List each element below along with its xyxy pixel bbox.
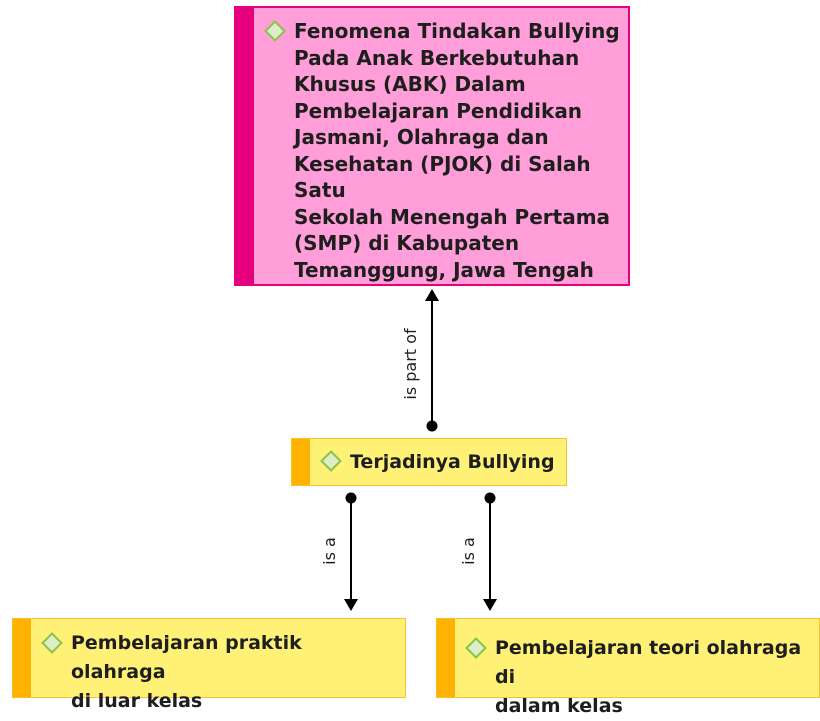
node-label: Fenomena Tindakan Bullying Pada Anak Ber… <box>294 19 620 282</box>
edge-is-a-praktik[interactable]: is a <box>320 492 358 612</box>
diamond-icon <box>41 632 63 654</box>
node-main-topic[interactable]: Fenomena Tindakan Bullying Pada Anak Ber… <box>234 6 630 286</box>
node-accent-bar <box>437 619 455 697</box>
arrow-down-icon <box>483 599 497 611</box>
edge-is-a-teori[interactable]: is a <box>459 492 497 612</box>
edge-label: is part of <box>401 328 420 400</box>
arrow-up-icon <box>425 289 439 301</box>
edges-layer: is part of is a is a <box>320 289 497 612</box>
node-accent-bar <box>13 619 31 697</box>
node-terjadinya-bullying[interactable]: Terjadinya Bullying <box>291 438 567 486</box>
edge-start-dot <box>426 420 438 432</box>
edge-start-dot <box>484 492 496 504</box>
node-label: Pembelajaran praktik olahraga di luar ke… <box>71 632 302 712</box>
node-pembelajaran-teori[interactable]: Pembelajaran teori olahraga di dalam kel… <box>436 618 820 717</box>
diamond-icon <box>264 20 286 42</box>
diamond-icon <box>465 637 487 659</box>
node-accent-bar <box>292 439 310 485</box>
diamond-icon <box>320 450 342 472</box>
node-label: Pembelajaran teori olahraga di dalam kel… <box>495 637 802 717</box>
arrow-down-icon <box>344 599 358 611</box>
node-accent-bar <box>236 8 254 284</box>
edge-is-part-of[interactable]: is part of <box>401 289 439 432</box>
edge-label: is a <box>320 537 339 565</box>
node-label: Terjadinya Bullying <box>350 451 555 473</box>
edge-label: is a <box>459 537 478 565</box>
node-pembelajaran-praktik[interactable]: Pembelajaran praktik olahraga di luar ke… <box>12 618 406 712</box>
edge-start-dot <box>345 492 357 504</box>
